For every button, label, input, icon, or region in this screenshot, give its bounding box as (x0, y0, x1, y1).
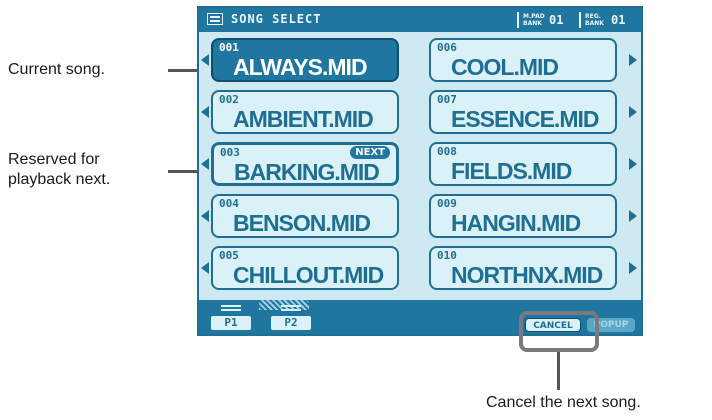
cancel-highlight-frame (519, 311, 599, 352)
right-arrow-icon[interactable] (629, 262, 637, 274)
callout-reserved-next: Reserved for playback next. (8, 151, 111, 188)
callout-line-reserved (168, 170, 208, 173)
tab-p1[interactable]: P1 (211, 316, 251, 330)
left-arrow-icon[interactable] (201, 158, 209, 170)
left-arrow-icon[interactable] (201, 106, 209, 118)
mpad-bank-label: M.PAD BANK (523, 13, 545, 27)
reg-bank-value: 01 (611, 13, 626, 27)
right-arrow-icon[interactable] (629, 54, 637, 66)
song-item[interactable]: 009 HANGIN.MID (429, 194, 617, 238)
page-marker-icon (221, 303, 241, 311)
song-item-current[interactable]: 001 ALWAYS.MID (211, 38, 399, 82)
right-arrow-icon[interactable] (629, 158, 637, 170)
cancel-button[interactable]: CANCEL (525, 318, 581, 332)
song-item[interactable]: 010 NORTHNX.MID (429, 246, 617, 290)
callout-line-cancel (557, 352, 560, 390)
left-arrow-icon[interactable] (201, 54, 209, 66)
callout-cancel-next: Cancel the next song. (486, 394, 641, 411)
reg-bank-label: REG. BANK (585, 13, 604, 27)
mpad-bank-indicator: M.PAD BANK 01 (517, 11, 563, 29)
song-select-screen: SONG SELECT M.PAD BANK 01 REG. BANK 01 0… (197, 6, 643, 336)
song-item[interactable]: 005 CHILLOUT.MID (211, 246, 399, 290)
reg-bank-indicator: REG. BANK 01 (579, 11, 625, 29)
title-bar: SONG SELECT M.PAD BANK 01 REG. BANK 01 (199, 8, 641, 32)
left-arrow-icon[interactable] (201, 262, 209, 274)
song-item-next[interactable]: 003 BARKING.MID NEXT (211, 142, 399, 186)
tab-p2[interactable]: P2 (271, 316, 311, 330)
page-marker-icon (281, 303, 301, 311)
screen-title: SONG SELECT (231, 12, 322, 26)
next-badge: NEXT (350, 146, 390, 159)
mpad-bank-value: 01 (549, 13, 564, 27)
popup-button[interactable]: POPUP (587, 318, 635, 332)
song-item[interactable]: 007 ESSENCE.MID (429, 90, 617, 134)
callout-line-current (168, 69, 208, 72)
song-list-icon (207, 13, 223, 25)
left-arrow-icon[interactable] (201, 210, 209, 222)
callout-current-song: Current song. (8, 61, 105, 78)
song-item[interactable]: 008 FIELDS.MID (429, 142, 617, 186)
right-arrow-icon[interactable] (629, 106, 637, 118)
song-item[interactable]: 002 AMBIENT.MID (211, 90, 399, 134)
song-item[interactable]: 004 BENSON.MID (211, 194, 399, 238)
right-arrow-icon[interactable] (629, 210, 637, 222)
bottom-bar: P1 P2 CANCEL POPUP (199, 300, 641, 334)
song-item[interactable]: 006 COOL.MID (429, 38, 617, 82)
